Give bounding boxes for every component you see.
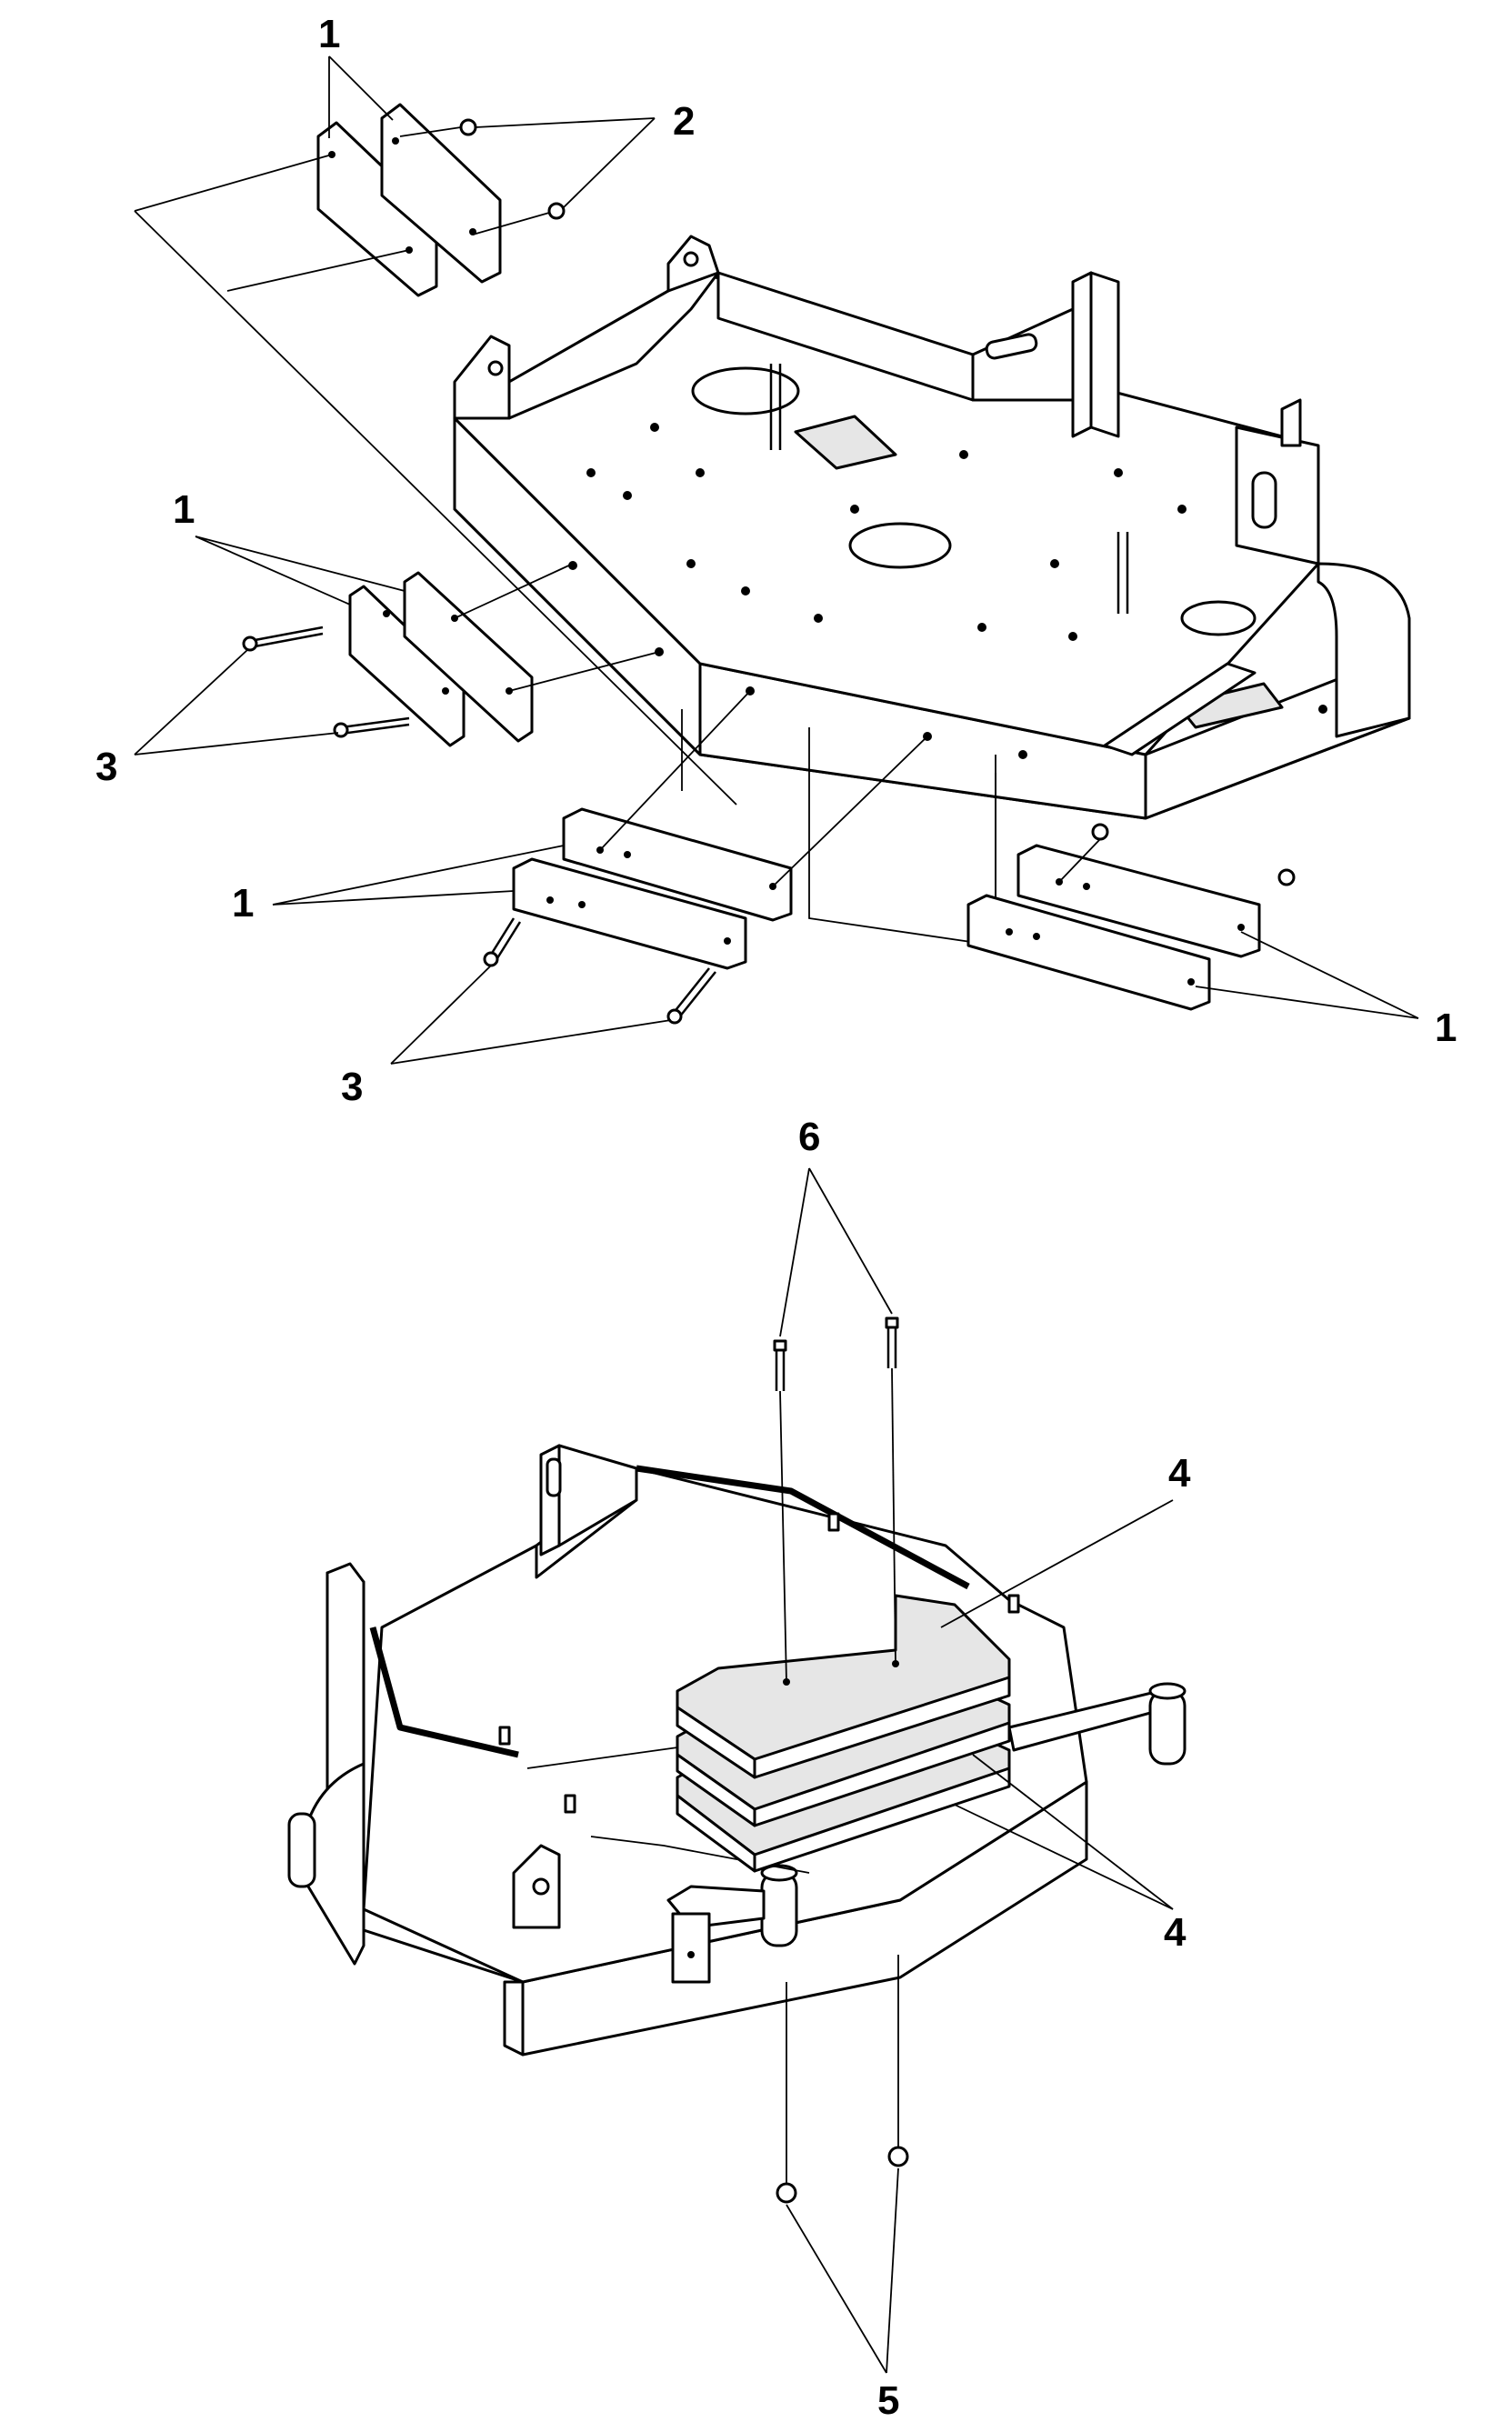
bolt-head-icon bbox=[773, 1339, 787, 1352]
callout-label-part-3: 3 bbox=[95, 745, 117, 789]
callout-label-part-2: 2 bbox=[673, 99, 695, 144]
callout-label-part-4: 4 bbox=[1168, 1451, 1191, 1496]
hex-nut-icon bbox=[547, 202, 566, 220]
top-callouts: 1 2 1 3 1 3 1 bbox=[95, 12, 1457, 1109]
stacked-weight-plates bbox=[676, 1594, 1011, 1873]
weight-plate-set-upper bbox=[134, 103, 737, 806]
mounting-bolts bbox=[773, 1316, 899, 1683]
callout-label-part-1: 1 bbox=[232, 881, 254, 926]
callout-label-part-5: 5 bbox=[877, 2378, 899, 2423]
callout-label-part-1: 1 bbox=[318, 12, 340, 56]
weight-plate-set-front bbox=[483, 690, 928, 1025]
hex-nut-icon bbox=[887, 2146, 909, 2167]
weight-plate-set-right bbox=[966, 823, 1296, 1011]
callout-label-part-4: 4 bbox=[1164, 1910, 1187, 1955]
hex-nut-icon bbox=[459, 118, 477, 136]
mounting-nuts bbox=[776, 1955, 909, 2204]
callout-label-part-1: 1 bbox=[173, 487, 195, 532]
weight-plate-set-left bbox=[242, 563, 660, 747]
deck-holes bbox=[586, 423, 1187, 641]
deck-housing bbox=[453, 235, 1411, 947]
hex-nut-icon bbox=[776, 2182, 797, 2204]
callout-label-part-6: 6 bbox=[798, 1115, 820, 1159]
callout-label-part-1: 1 bbox=[1435, 1006, 1457, 1050]
bolt-head-icon bbox=[885, 1316, 899, 1329]
top-deck-assembly: 1 2 1 3 1 3 1 bbox=[95, 12, 1457, 1109]
bottom-deck-assembly: 6 4 4 5 bbox=[287, 1115, 1191, 2423]
callout-label-part-3: 3 bbox=[341, 1065, 363, 1109]
bottom-callouts: 6 4 4 5 bbox=[779, 1115, 1191, 2423]
